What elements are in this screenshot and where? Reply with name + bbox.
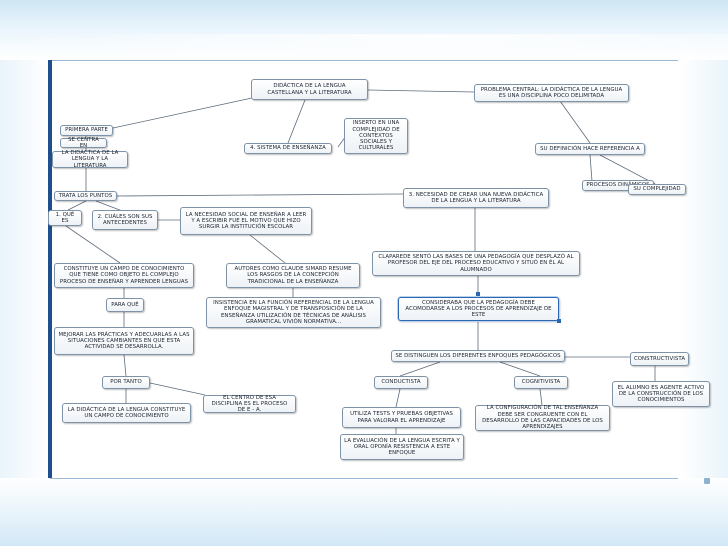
connector-enfoques-conductista bbox=[399, 361, 441, 377]
node-para-que: PARA QUÉ bbox=[106, 298, 144, 312]
top-band-highlight bbox=[0, 34, 728, 64]
node-label: CONDUCTISTA bbox=[381, 379, 421, 386]
node-label: 2. CUÁLES SON SUS ANTECEDENTES bbox=[97, 213, 153, 226]
node-necesidad-nueva-didactica: 3. NECESIDAD DE CREAR UNA NUEVA DIDÁCTIC… bbox=[403, 188, 549, 208]
slide-left-margin bbox=[0, 60, 50, 478]
node-se-centra-en: SE CENTRA EN bbox=[60, 136, 107, 149]
node-cognitivista: COGNITIVISTA bbox=[514, 376, 568, 389]
connector-social-simard bbox=[249, 234, 286, 264]
node-enfoques-pedagogicos: SE DISTINGUEN LOS DIFERENTES ENFOQUES PE… bbox=[391, 350, 565, 362]
connector-title-sistema bbox=[287, 99, 306, 144]
node-mejorar-practicas: MEJORAR LAS PRÁCTICAS Y ADECUARLAS A LAS… bbox=[54, 327, 194, 355]
node-didactica-lengua-castellana: DIDÁCTICA DE LA LENGUA CASTELLANA Y LA L… bbox=[251, 79, 368, 100]
node-label: PRIMERA PARTE bbox=[65, 127, 108, 134]
node-label: POR TANTO bbox=[110, 379, 142, 386]
node-label: INSISTENCIA EN LA FUNCIÓN REFERENCIAL DE… bbox=[213, 299, 374, 325]
node-consideraba-pedagogia[interactable]: CONSIDERABA QUE LA PEDAGOGÍA DEBE ACOMOD… bbox=[398, 297, 559, 321]
node-label: PROCESOS DINÁMICOS bbox=[586, 182, 650, 189]
node-label: TRATA LOS PUNTOS bbox=[58, 192, 113, 199]
connector-title-primera bbox=[112, 97, 253, 129]
node-por-tanto: POR TANTO bbox=[102, 376, 150, 389]
node-su-complejidad: SU COMPLEJIDAD bbox=[628, 184, 686, 195]
connector-mejorar-portanto bbox=[123, 354, 127, 377]
node-label: EL ALUMNO ES AGENTE ACTIVO DE LA CONSTRU… bbox=[617, 384, 705, 404]
connector-que-constituye bbox=[65, 225, 121, 264]
node-label: CONSIDERABA QUE LA PEDAGOGÍA DEBE ACOMOD… bbox=[405, 299, 552, 319]
connector-portanto-centro bbox=[149, 382, 206, 396]
slide-right-margin bbox=[678, 60, 728, 478]
node-alumno-agente-activo: EL ALUMNO ES AGENTE ACTIVO DE LA CONSTRU… bbox=[612, 381, 710, 407]
node-inserto-complejidad: INSERTO EN UNA COMPLEJIDAD DE CONTEXTOS … bbox=[344, 118, 408, 154]
node-label: PROBLEMA CENTRAL: LA DIDÁCTICA DE LA LEN… bbox=[480, 86, 623, 99]
node-constituye-campo: CONSTITUYE UN CAMPO DE CONOCIMIENTO QUE … bbox=[54, 263, 194, 288]
node-label: CONSTRUCTIVISTA bbox=[633, 355, 686, 362]
node-evaluacion-lengua: LA EVALUACIÓN DE LA LENGUA ESCRITA Y ORA… bbox=[340, 434, 464, 460]
node-conductista: CONDUCTISTA bbox=[374, 376, 428, 389]
node-label: SU DEFINICIÓN HACE REFERENCIA A bbox=[540, 145, 640, 152]
node-label: CLAPAREDE SENTÓ LAS BASES DE UNA PEDAGOG… bbox=[378, 254, 574, 273]
slide-top-band bbox=[0, 0, 728, 64]
connector-conductista-utiliza bbox=[395, 388, 401, 408]
node-antecedentes: 2. CUÁLES SON SUS ANTECEDENTES bbox=[92, 210, 158, 230]
node-sistema-ensenanza: 4. SISTEMA DE ENSEÑANZA bbox=[244, 143, 332, 154]
node-label: CONSTITUYE UN CAMPO DE CONOCIMIENTO QUE … bbox=[59, 266, 189, 285]
node-label: LA NECESIDAD SOCIAL DE ENSEÑAR A LEER Y … bbox=[185, 211, 307, 231]
node-label: LA CONFIGURACIÓN DE TAL ENSEÑANZA DEBE S… bbox=[482, 405, 603, 431]
node-label: AUTORES COMO CLAUDE SIMARD RESUME LOS RA… bbox=[234, 266, 352, 285]
connector-cognitivista-configuracion bbox=[539, 388, 543, 406]
node-trata-los-puntos: TRATA LOS PUNTOS bbox=[54, 191, 117, 201]
slide-corner-marker bbox=[704, 478, 710, 484]
node-label: EL CENTRO DE ESA DISCIPLINA ES EL PROCES… bbox=[211, 394, 288, 414]
slide-accent-bar bbox=[48, 60, 52, 478]
node-problema-central: PROBLEMA CENTRAL: LA DIDÁCTICA DE LA LEN… bbox=[474, 84, 629, 102]
canvas-top-border bbox=[50, 60, 678, 61]
node-label: LA EVALUACIÓN DE LA LENGUA ESCRITA Y ORA… bbox=[344, 437, 460, 457]
node-claude-simard: AUTORES COMO CLAUDE SIMARD RESUME LOS RA… bbox=[226, 263, 360, 288]
node-selection-handle-top[interactable] bbox=[476, 292, 480, 296]
node-configuracion-ensenanza: LA CONFIGURACIÓN DE TAL ENSEÑANZA DEBE S… bbox=[475, 405, 610, 431]
node-constructivista: CONSTRUCTIVISTA bbox=[630, 352, 689, 366]
node-didactica-constituye-campo: LA DIDÁCTICA DE LA LENGUA CONSTITUYE UN … bbox=[62, 403, 191, 423]
node-label: 3. NECESIDAD DE CREAR UNA NUEVA DIDÁCTIC… bbox=[408, 191, 544, 204]
canvas-bottom-border bbox=[50, 478, 678, 479]
node-label: DIDÁCTICA DE LA LENGUA CASTELLANA Y LA L… bbox=[267, 83, 352, 96]
connector-trata-que bbox=[67, 200, 87, 211]
node-que-es: 1. QUÉ ES bbox=[48, 210, 82, 226]
node-label: UTILIZA TESTS Y PRUEBAS OBJETIVAS PARA V… bbox=[350, 411, 453, 424]
connector-definicion-procesos bbox=[589, 154, 593, 182]
node-label: 1. QUÉ ES bbox=[55, 211, 75, 224]
node-label: COGNITIVISTA bbox=[521, 379, 561, 386]
node-label: SE DISTINGUEN LOS DIFERENTES ENFOQUES PE… bbox=[395, 352, 561, 359]
node-claparede: CLAPAREDE SENTÓ LAS BASES DE UNA PEDAGOG… bbox=[372, 251, 580, 276]
node-insistencia-funcion: INSISTENCIA EN LA FUNCIÓN REFERENCIAL DE… bbox=[206, 297, 381, 328]
node-label: PARA QUÉ bbox=[111, 301, 139, 308]
node-didactica-lengua-literatura: LA DIDÁCTICA DE LA LENGUA Y LA LITERATUR… bbox=[52, 150, 128, 169]
node-definicion-referencia: SU DEFINICIÓN HACE REFERENCIA A bbox=[535, 143, 645, 155]
connector-title-problem bbox=[367, 89, 475, 93]
node-label: LA DIDÁCTICA DE LA LENGUA Y LA LITERATUR… bbox=[61, 150, 119, 169]
connector-definicion-complejidad bbox=[599, 154, 656, 185]
slide-bottom-band bbox=[0, 478, 728, 546]
node-label: SU COMPLEJIDAD bbox=[633, 186, 681, 193]
node-utiliza-tests: UTILIZA TESTS Y PRUEBAS OBJETIVAS PARA V… bbox=[342, 407, 461, 428]
node-centro-disciplina: EL CENTRO DE ESA DISCIPLINA ES EL PROCES… bbox=[203, 395, 296, 413]
node-label: MEJORAR LAS PRÁCTICAS Y ADECUARLAS A LAS… bbox=[58, 331, 190, 351]
connector-trata-necesidad bbox=[116, 193, 404, 197]
connector-problem-definicion bbox=[559, 100, 591, 144]
node-necesidad-social: LA NECESIDAD SOCIAL DE ENSEÑAR A LEER Y … bbox=[180, 207, 312, 235]
node-primera-parte: PRIMERA PARTE bbox=[60, 125, 113, 136]
node-label: 4. SISTEMA DE ENSEÑANZA bbox=[250, 145, 326, 152]
connector-enfoques-cognitivista bbox=[499, 361, 541, 377]
node-label: INSERTO EN UNA COMPLEJIDAD DE CONTEXTOS … bbox=[352, 120, 400, 152]
node-label: SE CENTRA EN bbox=[68, 136, 99, 149]
node-label: LA DIDÁCTICA DE LA LENGUA CONSTITUYE UN … bbox=[67, 406, 186, 419]
node-selection-handle-resize[interactable] bbox=[557, 319, 561, 323]
